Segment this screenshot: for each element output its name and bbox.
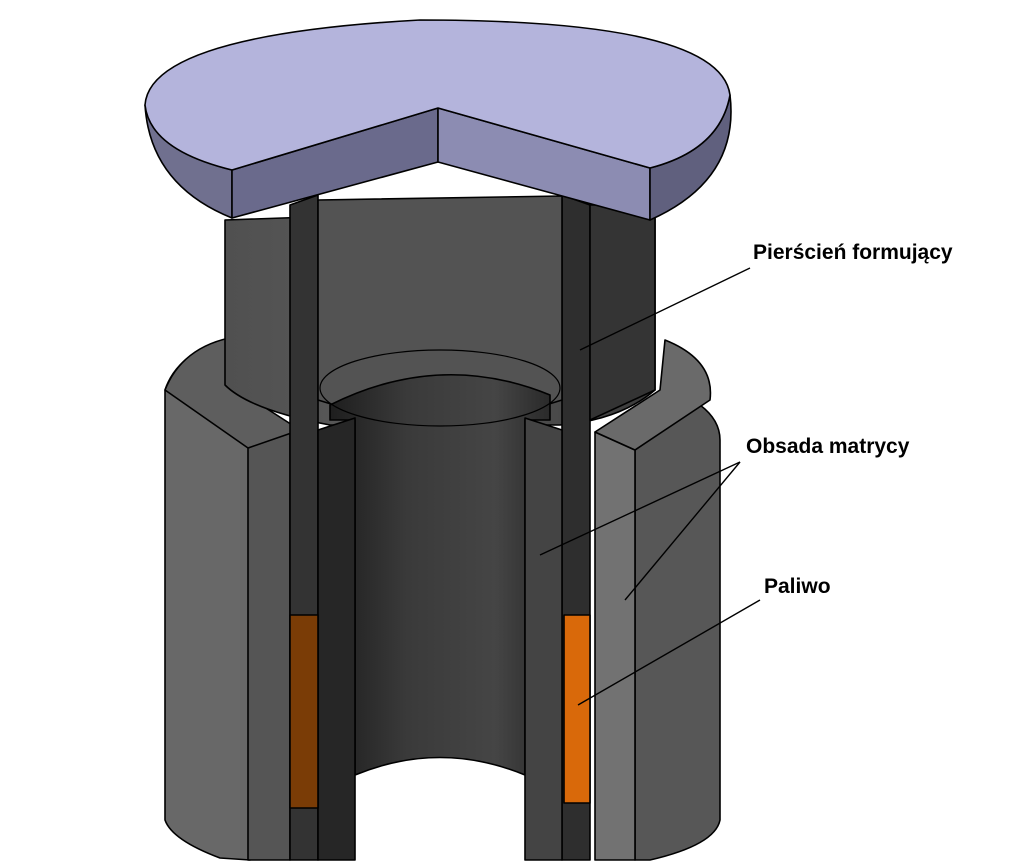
fuel-left: [289, 614, 319, 809]
cap-top-face: [144, 19, 731, 171]
fuel-right: [563, 614, 591, 804]
bore-cylinder: [329, 373, 551, 776]
leader-holder-outer: [624, 461, 741, 601]
cap-disc: [144, 19, 732, 221]
label-fuel: Paliwo: [764, 575, 831, 598]
holder-left-cut-face: [247, 429, 291, 861]
leader-holder-inner: [539, 461, 741, 556]
leader-lines: [539, 267, 761, 706]
leader-ring: [579, 267, 751, 351]
fuel: [289, 614, 591, 809]
ring-right-inner: [589, 204, 656, 421]
holder-right-cut-face: [594, 431, 636, 861]
holder-top-rim-right: [594, 339, 712, 451]
leader-fuel: [577, 599, 761, 706]
label-forming-ring: Pierścień formujący: [753, 241, 953, 264]
bore-right-wall-section: [524, 417, 563, 861]
central-bore: [317, 195, 563, 861]
label-die-holder: Obsada matrycy: [746, 435, 910, 458]
holder-outer-right-face: [634, 404, 721, 861]
bore-top-opening: [319, 349, 561, 427]
bore-left-wall-section: [317, 417, 356, 861]
